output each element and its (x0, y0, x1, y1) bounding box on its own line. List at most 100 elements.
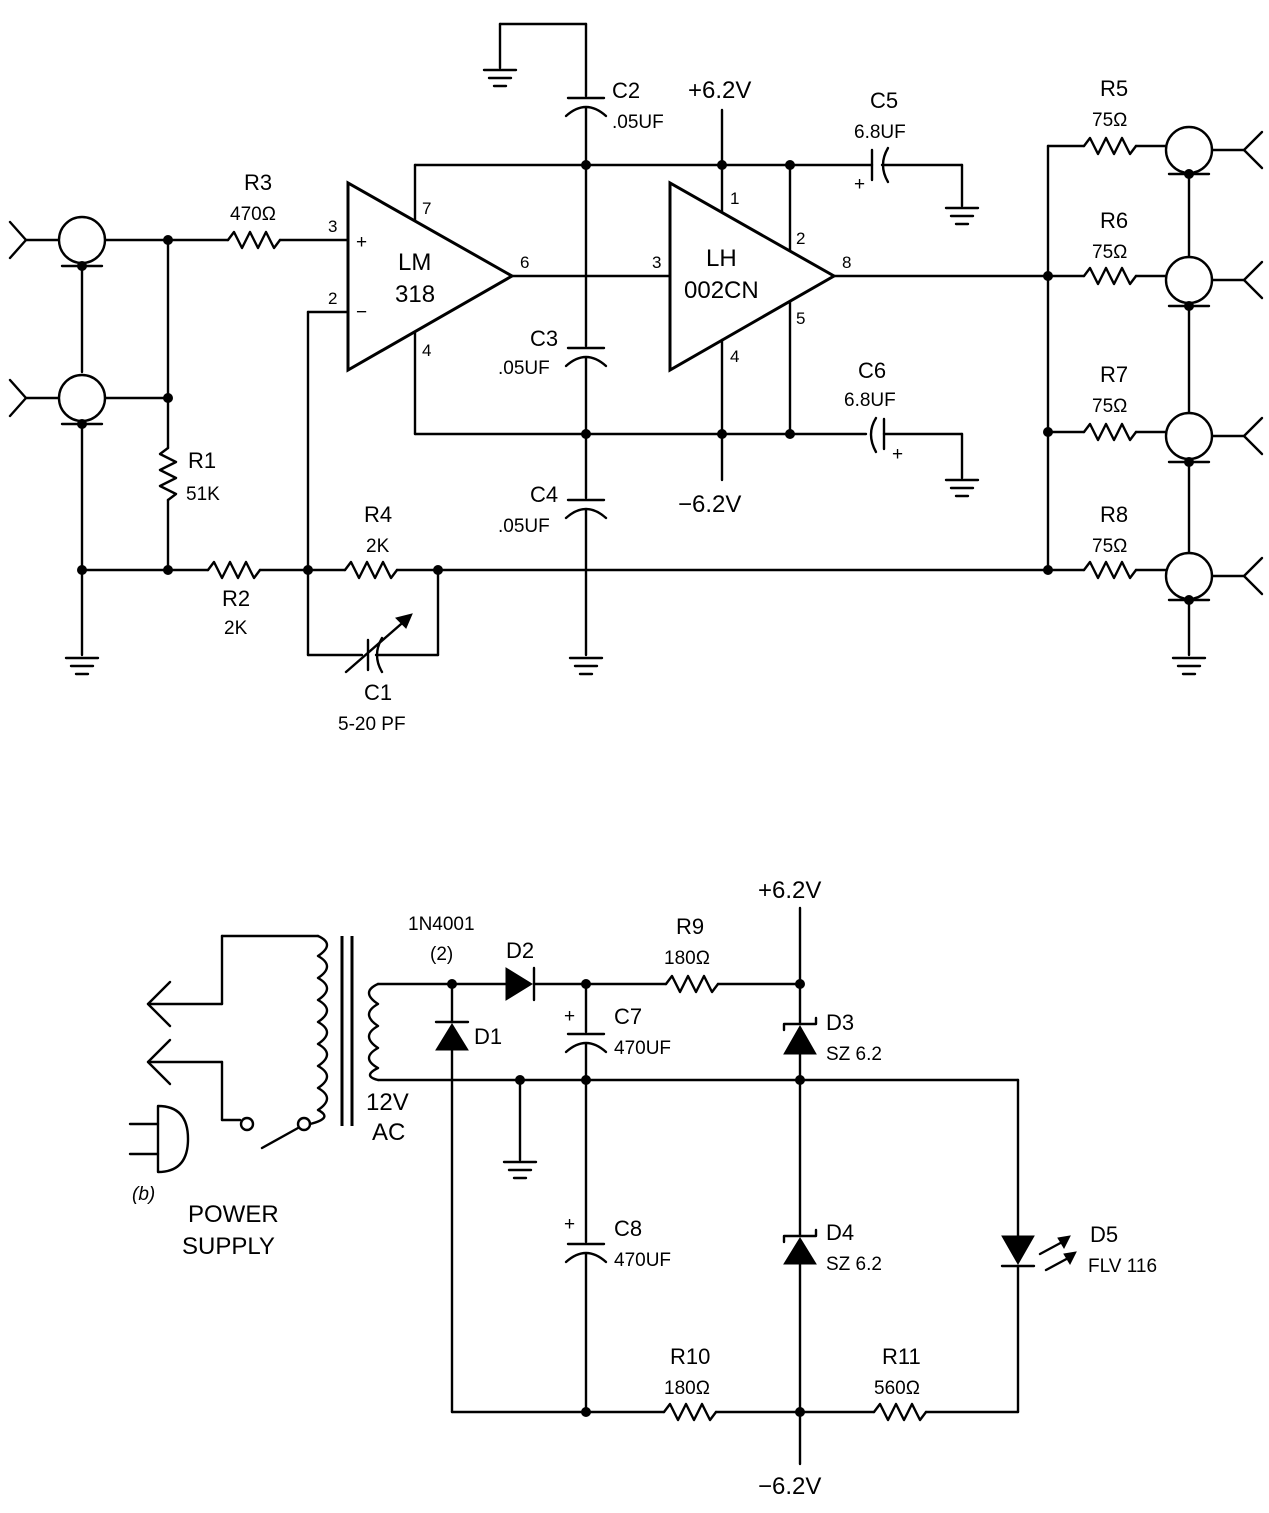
output-jack-4 (1164, 551, 1264, 605)
capacitor-c3: C3 .05UF (498, 326, 608, 379)
c1-value: 5-20 PF (338, 714, 406, 735)
c8-polarity: + (564, 1214, 575, 1235)
output-jack-3 (1164, 411, 1264, 467)
capacitor-c8: + C8 470UF (564, 1214, 671, 1271)
lh002-name-1: LH (706, 245, 737, 272)
lh002-pin2: 2 (796, 229, 805, 248)
lh002-pin4: 4 (730, 347, 739, 366)
r5-ref: R5 (1100, 76, 1128, 101)
r11-value: 560Ω (874, 1378, 920, 1399)
capacitor-c4: C4 .05UF (498, 482, 608, 537)
diode-d1: D1 (434, 1020, 502, 1051)
r7-value: 75Ω (1092, 396, 1127, 417)
capacitor-c5: C5 6.8UF + (854, 88, 980, 226)
c5-polarity: + (854, 174, 865, 195)
r5-value: 75Ω (1092, 110, 1127, 131)
power-supply-title-1: POWER (188, 1201, 279, 1228)
c4-value: .05UF (498, 516, 550, 537)
r8-value: 75Ω (1092, 536, 1127, 557)
lh002-pin1: 1 (730, 189, 739, 208)
lm318-plus: + (356, 232, 367, 253)
lm318-pin7: 7 (422, 199, 431, 218)
r4-value: 2K (366, 536, 390, 557)
d4-ref: D4 (826, 1220, 854, 1245)
trimmer-capacitor-c1: C1 5-20 PF (306, 568, 440, 735)
c8-ref: C8 (614, 1216, 642, 1241)
c1-ref: C1 (364, 680, 392, 705)
resistor-r5: R5 75Ω (1082, 76, 1138, 156)
resistor-r3: R3 470Ω (226, 170, 282, 250)
lm318-pin2: 2 (328, 289, 337, 308)
resistor-r11: R11 560Ω (872, 1344, 928, 1422)
ground-symbol (64, 656, 100, 676)
d5-value: FLV 116 (1088, 1256, 1157, 1277)
resistor-r10: R10 180Ω (662, 1344, 718, 1422)
output-jack-1 (1164, 125, 1264, 179)
r3-ref: R3 (244, 170, 272, 195)
c7-ref: C7 (614, 1004, 642, 1029)
input-jack-1 (8, 215, 170, 271)
led-d5: D5 FLV 116 (1000, 1222, 1157, 1277)
d3-ref: D3 (826, 1010, 854, 1035)
r7-ref: R7 (1100, 362, 1128, 387)
c3-ref: C3 (530, 326, 558, 351)
r6-ref: R6 (1100, 208, 1128, 233)
c5-ref: C5 (870, 88, 898, 113)
r2-ref: R2 (222, 586, 250, 611)
lm318-pin6: 6 (520, 253, 529, 272)
ps-neg-rail-label: −6.2V (758, 1473, 821, 1500)
r6-value: 75Ω (1092, 242, 1127, 263)
c2-ref: C2 (612, 78, 640, 103)
lm318-pin4: 4 (422, 341, 431, 360)
amplifier-circuit: R1 51K R2 2K R4 2K (8, 22, 1264, 735)
diode-d2: D2 (505, 938, 536, 1002)
figure-tag: (b) (132, 1184, 155, 1205)
r2-value: 2K (224, 618, 248, 639)
d5-ref: D5 (1090, 1222, 1118, 1247)
resistor-r1: R1 51K (158, 446, 220, 505)
resistor-r4: R4 2K (343, 502, 399, 580)
zener-d3: D3 SZ 6.2 (782, 1010, 882, 1065)
r11-ref: R11 (882, 1344, 921, 1369)
lm318-minus: − (356, 302, 367, 323)
r4-ref: R4 (364, 502, 392, 527)
resistor-r9: R9 180Ω (664, 914, 720, 994)
capacitor-c6: C6 6.8UF + (844, 358, 980, 498)
d4-value: SZ 6.2 (826, 1254, 882, 1275)
diode-type-label: 1N4001 (408, 914, 475, 935)
lh002-pin5: 5 (796, 309, 805, 328)
d1-ref: D1 (474, 1024, 502, 1049)
power-supply-title-2: SUPPLY (182, 1233, 275, 1260)
r8-ref: R8 (1100, 502, 1128, 527)
buffer-lh002cn: LH 002CN 1 2 3 4 5 8 (652, 180, 851, 373)
zener-d4: D4 SZ 6.2 (782, 1220, 882, 1275)
r10-ref: R10 (670, 1344, 710, 1369)
d3-value: SZ 6.2 (826, 1044, 882, 1065)
ps-pos-rail-label: +6.2V (758, 877, 821, 904)
c2-value: .05UF (612, 112, 664, 133)
r9-value: 180Ω (664, 948, 710, 969)
r1-ref: R1 (188, 448, 216, 473)
power-plug-icon (128, 934, 224, 1174)
c6-ref: C6 (858, 358, 886, 383)
resistor-r8: R8 75Ω (1082, 502, 1138, 580)
pos-rail-label: +6.2V (688, 77, 751, 104)
power-supply-circuit: 12V AC (b) POWER SUPPLY 1N4001 (2) D1 D2… (128, 877, 1157, 1500)
lh002-pin3: 3 (652, 253, 661, 272)
d2-ref: D2 (506, 938, 534, 963)
c6-polarity: + (892, 444, 903, 465)
resistor-r6: R6 75Ω (1082, 208, 1138, 286)
resistor-r2: R2 2K (206, 560, 262, 639)
input-jack-2 (8, 373, 170, 429)
c3-value: .05UF (498, 358, 550, 379)
capacitor-c7: + C7 470UF (564, 1004, 671, 1059)
r1-value: 51K (186, 484, 220, 505)
c5-value: 6.8UF (854, 122, 906, 143)
power-switch (260, 1116, 312, 1150)
output-jack-2 (1164, 255, 1264, 311)
capacitor-c2: C2 .05UF (564, 78, 664, 133)
r9-ref: R9 (676, 914, 704, 939)
lh002-name-2: 002CN (684, 277, 759, 304)
lm318-name-2: 318 (395, 281, 435, 308)
